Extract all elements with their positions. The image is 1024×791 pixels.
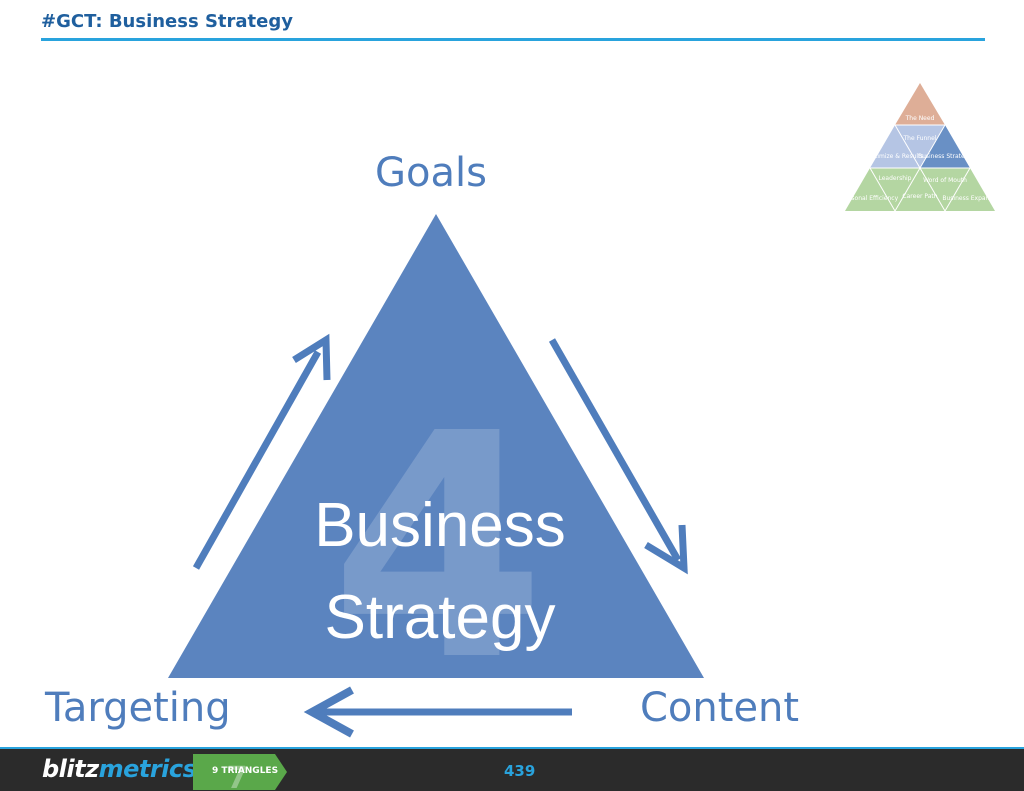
main-triangle: [168, 214, 704, 678]
targeting-label: Targeting: [45, 685, 231, 731]
page-title: #GCT: Business Strategy: [41, 11, 293, 32]
content-label: Content: [640, 685, 800, 731]
mini-label-5: Leadership: [879, 175, 912, 182]
page-number: 439: [504, 762, 536, 780]
arrow-content-to-targeting: [303, 686, 572, 738]
mini-cell-business-expansion: [945, 168, 995, 211]
mini-label-1: The Need: [905, 115, 935, 122]
header-divider: [41, 38, 985, 41]
triangles-badge: 7: [193, 754, 287, 790]
mini-cell-business-strategy: [920, 125, 970, 168]
mini-label-8: Word of Mouth: [923, 177, 967, 184]
arrow-targeting-to-goals: [192, 333, 331, 570]
mini-cell-the-need: [895, 83, 945, 125]
brand-logo: blitzmetrics: [42, 755, 197, 783]
center-text-line2: Strategy: [325, 583, 556, 652]
brand-logo-part2: metrics: [98, 755, 197, 783]
brand-logo-part1: blitz: [42, 755, 99, 783]
goals-label: Goals: [375, 150, 487, 196]
mini-label-2: The Funnel: [903, 135, 937, 142]
triangles-badge-number: 7: [227, 761, 248, 790]
mini-label-4: Business Strategy: [918, 153, 973, 160]
mini-label-9: Business Expansion: [942, 195, 1001, 202]
triangles-badge-label: 9 TRIANGLES: [212, 766, 279, 776]
mini-cell-personal-efficiency: [845, 168, 895, 211]
mini-cell-career-path: [895, 168, 945, 211]
mini-cell-word-of-mouth: [920, 168, 970, 211]
mini-cell-the-funnel: [895, 125, 945, 168]
footer-bar: [0, 749, 1024, 791]
mini-label-3: Optimize & Results: [866, 153, 923, 160]
center-text-line1: Business: [314, 491, 566, 560]
arrow-goals-to-content: [548, 338, 688, 575]
mini-cell-leadership: [870, 168, 920, 211]
mini-label-6: Personal Efficiency: [842, 195, 899, 202]
mini-cell-optimize: [870, 125, 920, 168]
triangle-number: 4: [330, 368, 546, 729]
footer-divider: [0, 747, 1024, 749]
mini-label-7: Career Path: [902, 193, 937, 200]
mini-pyramid: The Need The Funnel Optimize & Results B…: [842, 83, 1002, 212]
